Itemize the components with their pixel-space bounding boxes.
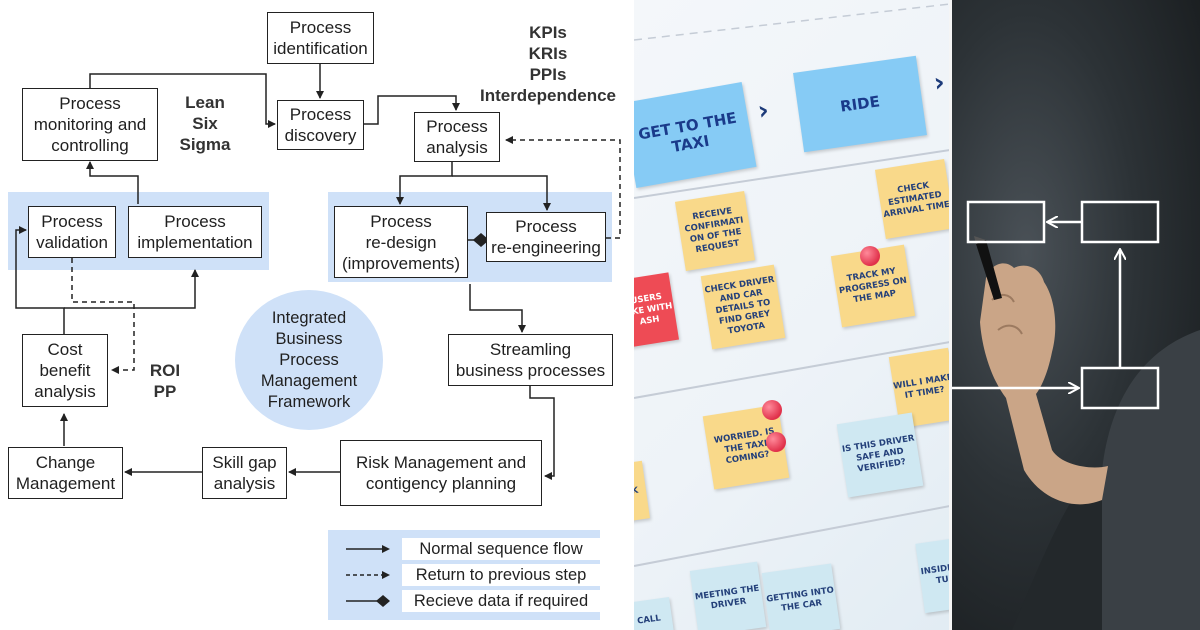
bpm-flowchart-panel: Integrated Business Process Management F… [8,12,621,620]
sticky-note: RECEIVE CONFIRMATI ON OF THE REQUEST [674,190,756,272]
sticky-note: CHECK ESTIMATED ARRIVAL TIME [874,158,950,240]
node-process-implementation: Process implementation [128,206,262,258]
node-process-discovery: Process discovery [277,100,364,150]
legend-row-dashed: Return to previous step [344,564,600,586]
note-kpis: KPIs KRIs PPIs Interdependence [479,23,617,105]
arrow-implementation-monitoring [86,161,139,204]
legend-label-dashed: Return to previous step [402,564,600,586]
drawn-diagram [952,200,1200,630]
sticky-note: GETTING INTO THE CAR [761,563,841,630]
push-pin-icon [860,246,880,266]
arrow-cost-implementation [64,269,199,309]
node-process-analysis: Process analysis [414,112,500,162]
push-pin-icon [766,432,786,452]
drawn-box-left [966,200,1046,244]
solid-arrow-icon [346,545,390,553]
node-risk-management: Risk Management and contigency planning [340,440,542,506]
dashed-reengineering-analysis [505,136,621,239]
arrow-redesign-streamlining [469,284,526,333]
arrow-cost-validation [15,226,65,334]
sticky-note: USERS LIKE WITH ASH [634,272,679,348]
sticky-note: CHECK DRIVER AND CAR DETAILS TO FIND GRE… [700,264,786,350]
sticky-note: CALL [634,596,675,630]
node-process-identification: Process identification [267,12,374,64]
arrow-streamlining-risk [529,386,555,480]
node-change-management: Change Management [8,447,123,499]
note-roi-pp: ROI PP [149,361,181,401]
legend-row-diamond: Recieve data if required [344,590,600,612]
legend-label-diamond: Recieve data if required [402,590,600,612]
board-lines [634,3,950,567]
node-process-redesign: Process re-design (improvements) [334,206,468,278]
hand-icon [980,263,1108,505]
dashed-validation-cost [71,258,135,374]
framework-circle: Integrated Business Process Management F… [235,290,383,430]
note-lean-six-sigma: Lean Six Sigma [179,93,231,154]
sticky-note: IS THIS DRIVER SAFE AND VERIFIED? [836,412,924,498]
arrow-analysis-reengineering [452,175,551,211]
chevron-right-icon: › [755,95,772,127]
node-process-reengineering: Process re-engineering [486,212,606,262]
sticky-note: K [634,460,650,522]
sticky-header-ride: RIDE [793,55,927,153]
diamond-connector-icon [346,595,390,607]
panel-divider [949,0,952,630]
dashed-arrow-icon [346,571,390,579]
legend-label-solid: Normal sequence flow [402,538,600,560]
push-pin-icon [762,400,782,420]
sticky-note: INSIDE AT TUR [915,536,950,614]
drawn-box-top-right [1080,200,1160,244]
legend: Normal sequence flow Return to previous … [328,530,600,620]
arrow-analysis-redesign [396,162,453,205]
legend-row-solid: Normal sequence flow [344,538,600,560]
chevron-right-icon: › [931,67,947,99]
node-process-monitoring: Process monitoring and controlling [22,88,158,161]
node-streamlining: Streamling business processes [448,334,613,386]
sticky-note: MEETING THE DRIVER [689,561,767,630]
hand-drawing-photo [952,0,1200,630]
arrow-discovery-analysis [364,95,460,125]
connector-lines [15,64,621,480]
arrow-monitoring-discovery [89,73,276,128]
node-skill-gap: Skill gap analysis [202,447,287,499]
sticky-header-taxi: GET TO THE TAXI [634,82,757,188]
node-cost-benefit: Cost benefit analysis [22,334,108,407]
sticky-board-photo: GET TO THE TAXI › RIDE › RECEIVE CONFIRM… [634,0,950,630]
shadow-shape [1012,470,1102,630]
sleeve-shape [1102,330,1200,630]
node-process-validation: Process validation [28,206,116,258]
